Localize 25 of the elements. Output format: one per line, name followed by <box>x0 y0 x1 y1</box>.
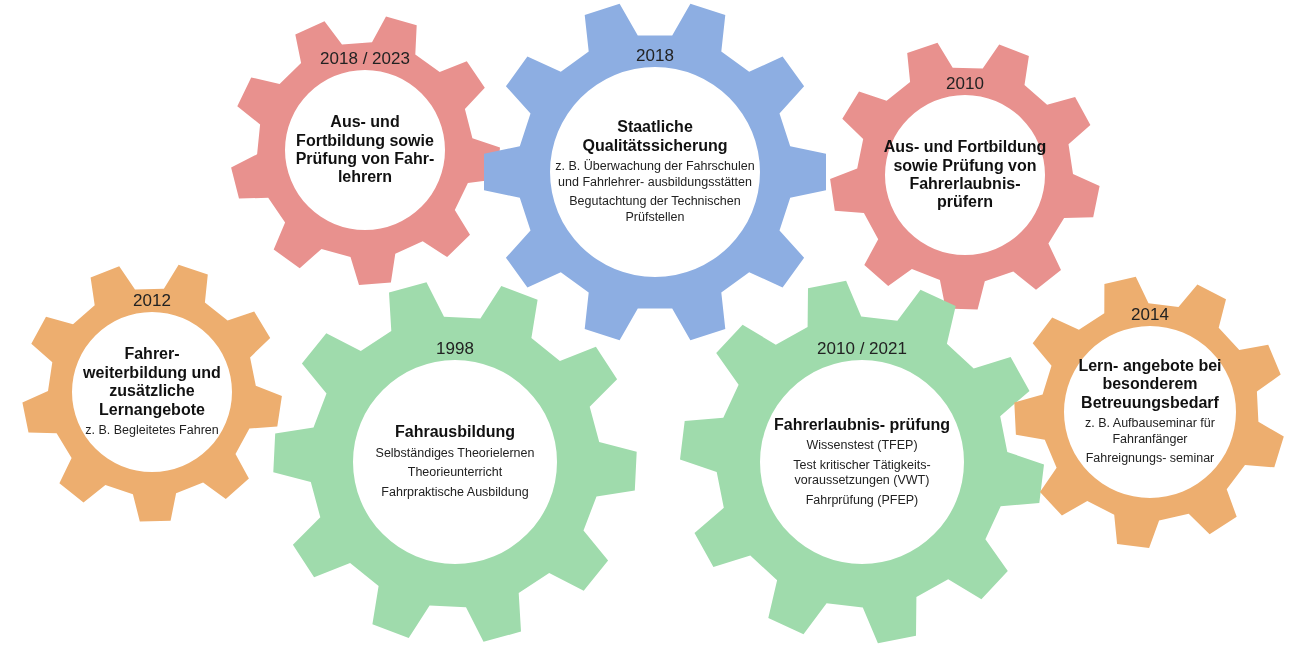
gear-text: Fahrprüfung (PFEP) <box>805 492 919 509</box>
year-label: 2010 / 2021 <box>817 338 907 360</box>
year-label: 2010 <box>946 73 984 95</box>
year-label: 2018 <box>636 45 674 67</box>
gear-text: z. B. Begleitetes Fahren <box>85 422 219 439</box>
gear-text: Test kritischer Tätigkeits- voraussetzungen (VWT) <box>792 457 932 489</box>
gear-heading: Staatliche Qualitätssicherung <box>581 118 729 156</box>
gear-text: Wissenstest (TFEP) <box>806 437 918 454</box>
gear-heading: Fahrausbildung <box>395 423 515 442</box>
gear-heading: Fahrer- weiterbildung und zusätzliche Lernangebote <box>82 345 222 419</box>
gear-text: Selbständiges Theorielernen <box>375 445 535 462</box>
year-label: 1998 <box>436 338 474 360</box>
gear-text: z. B. Aufbauseminar für Fahranfänger <box>1084 416 1216 448</box>
year-label: 2012 <box>133 290 171 312</box>
gear-heading: Lern- angebote bei besonderem Betreuungsbedarf <box>1077 356 1223 413</box>
gear-text: z. B. Überwachung der Fahrschulen und Fahrlehrer- ausbildungsstätten <box>555 159 755 191</box>
year-label: 2014 <box>1131 304 1169 326</box>
gear-heading: Fahrerlaubnis- prüfung <box>774 415 950 434</box>
gear-heading: Aus- und Fortbildung sowie Prüfung von Fahr- lehrern <box>294 113 436 187</box>
gear-text: Fahrpraktische Ausbildung <box>381 485 529 501</box>
gear-text: Fahreignungs- seminar <box>1085 451 1215 467</box>
gear-text: Begutachtung der Technischen Prüfstellen <box>568 194 742 226</box>
gear-text: Theorieunterricht <box>407 465 503 481</box>
gear-heading: Aus- und Fortbildung sowie Prüfung von Fahrerlaubnis- prüfern <box>882 138 1048 212</box>
year-label: 2018 / 2023 <box>320 48 410 70</box>
